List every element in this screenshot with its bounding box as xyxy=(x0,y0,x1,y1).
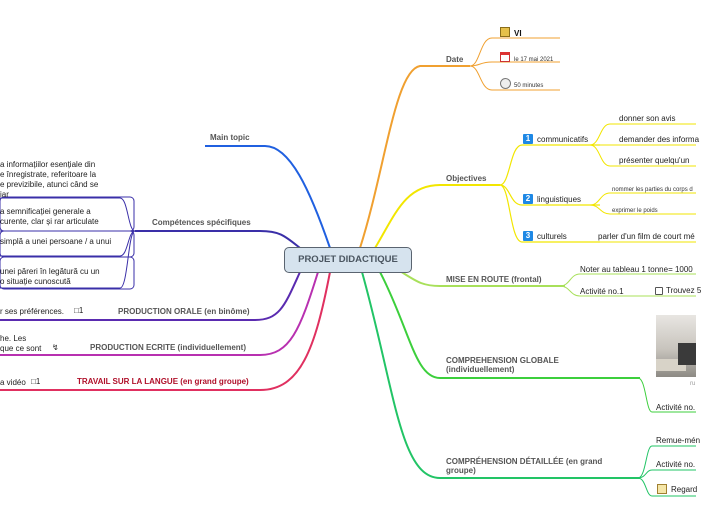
link-icon: ↯ xyxy=(52,343,59,352)
competence-item-1[interactable]: a informațiilor esențiale din e înregist… xyxy=(0,160,99,199)
notepad-icon xyxy=(657,484,667,494)
topic-comp-detaillee[interactable]: COMPRÉHENSION DÉTAILLÉE (en grand groupe… xyxy=(446,457,603,475)
date-item-week[interactable]: VI xyxy=(514,29,522,38)
video-thumbnail-image[interactable] xyxy=(656,315,696,377)
checkbox-icon xyxy=(655,286,663,295)
clock-icon xyxy=(500,78,511,89)
competence-item-4[interactable]: unei păreri în legătură cu un o situație… xyxy=(0,267,100,286)
objective-item[interactable]: demander des informa xyxy=(619,135,700,144)
detaillee-item[interactable]: Regard xyxy=(671,485,698,494)
central-topic[interactable]: PROJET DIDACTIQUE xyxy=(284,247,412,273)
topic-travail-langue[interactable]: TRAVAIL SUR LA LANGUE (en grand groupe) xyxy=(77,377,249,386)
objective-linguistiques[interactable]: linguistiques xyxy=(537,195,582,204)
detaillee-item[interactable]: Activité no. xyxy=(656,460,696,469)
mise-subitem[interactable]: Trouvez 5 xyxy=(655,286,701,296)
number-3-icon: 3 xyxy=(523,231,533,241)
comment-icon: □1 xyxy=(31,377,41,386)
topic-production-orale[interactable]: PRODUCTION ORALE (en binôme) xyxy=(118,307,250,316)
branch-main-topic xyxy=(205,145,331,249)
topic-objectives[interactable]: Objectives xyxy=(446,174,487,183)
objective-culturels[interactable]: culturels xyxy=(537,232,567,241)
topic-mise-en-route[interactable]: MISE EN ROUTE (frontal) xyxy=(446,275,542,284)
date-item-duration[interactable]: 50 minutes xyxy=(514,83,544,89)
calendar-icon xyxy=(500,52,510,62)
branch-comp-detaillee xyxy=(361,271,640,479)
globale-item[interactable]: Activité no. xyxy=(656,403,696,412)
topic-competences[interactable]: Compétences spécifiques xyxy=(152,218,251,227)
objective-item[interactable]: donner son avis xyxy=(619,114,676,123)
topic-comp-globale[interactable]: COMPREHENSION GLOBALE (individuellement) xyxy=(446,356,559,374)
branch-production-orale xyxy=(0,271,301,321)
number-2-icon: 2 xyxy=(523,194,533,204)
branch-comp-globale xyxy=(379,271,640,379)
production-ecrite-note[interactable]: he. Les que ce sont xyxy=(0,334,42,353)
branch-objectives xyxy=(374,184,500,249)
mise-item[interactable]: Noter au tableau 1 tonne= 1000 xyxy=(580,265,693,274)
objective-item[interactable]: parler d'un film de court mé xyxy=(598,232,695,241)
number-1-icon: 1 xyxy=(523,134,533,144)
detaillee-item[interactable]: Remue-mén xyxy=(656,436,701,445)
branch-date xyxy=(359,65,470,249)
objective-item[interactable]: nommer les parties du corps d xyxy=(612,187,693,193)
topic-date[interactable]: Date xyxy=(446,55,464,64)
comment-icon: □1 xyxy=(74,306,84,315)
objective-communicatifs[interactable]: communicatifs xyxy=(537,135,589,144)
mise-item[interactable]: Activité no.1 xyxy=(580,287,624,296)
travail-note[interactable]: a vidéo xyxy=(0,378,26,387)
topic-production-ecrite[interactable]: PRODUCTION ECRITE (individuellement) xyxy=(90,343,247,352)
production-orale-note[interactable]: r ses préférences. xyxy=(0,307,65,316)
objective-item[interactable]: exprimer le poids xyxy=(612,208,658,214)
branch-travail xyxy=(0,271,331,391)
calendar-week-icon xyxy=(500,27,510,37)
date-item-day[interactable]: le 17 mai 2021 xyxy=(514,57,554,63)
photo-caption: ru xyxy=(690,381,696,387)
topic-main[interactable]: Main topic xyxy=(210,133,250,142)
branch-production-ecrite xyxy=(0,271,319,356)
competence-item-2[interactable]: a semnificației generale a curente, clar… xyxy=(0,207,99,226)
branch-competences xyxy=(135,230,301,249)
objective-item[interactable]: présenter quelqu'un xyxy=(619,156,690,165)
competence-item-3[interactable]: simplă a unei persoane / a unui xyxy=(0,237,112,246)
